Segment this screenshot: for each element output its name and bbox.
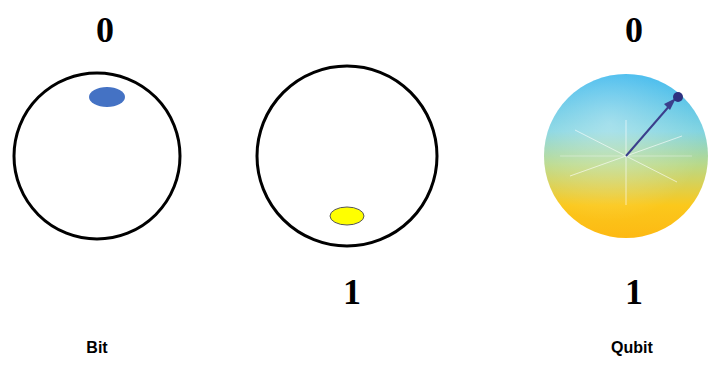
- caption-label: Qubit: [611, 340, 653, 356]
- state-dot: [330, 207, 364, 225]
- bloch-sphere: [544, 74, 708, 238]
- state-dot: [89, 87, 125, 107]
- state-label: 1: [343, 274, 361, 310]
- state-label: 0: [96, 12, 114, 48]
- state-label: 0: [625, 12, 643, 48]
- state-label: 1: [625, 274, 643, 310]
- caption-label: Bit: [86, 340, 107, 356]
- bit-circle: [257, 66, 437, 246]
- bit-circle: [14, 73, 180, 239]
